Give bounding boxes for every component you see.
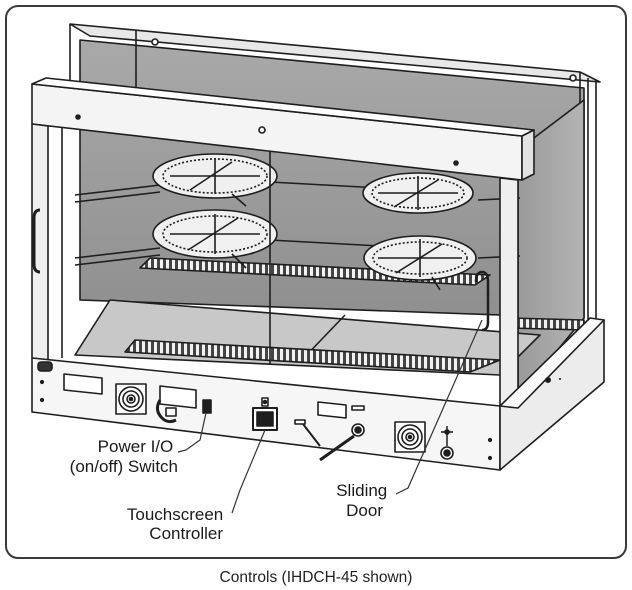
carousel-upper-left (152, 153, 278, 207)
label-touchscreen-line2: Controller (149, 524, 223, 543)
leader-lines (177, 319, 483, 514)
leader-sliding-door (395, 319, 483, 495)
power-switch (202, 399, 212, 414)
fan-left (115, 383, 147, 415)
label-power-line2: (on/off) Switch (70, 457, 178, 476)
display-left (63, 373, 103, 395)
cabinet-illustration (31, 23, 605, 471)
leader-touchscreen (231, 429, 266, 514)
power-cord (155, 399, 177, 424)
sliding-door-handle (474, 270, 490, 332)
right-post (499, 177, 519, 409)
top-frame-back (69, 23, 601, 83)
carousel-lower-right (363, 235, 477, 291)
display-right (317, 401, 347, 419)
touchscreen-controller (252, 397, 278, 431)
fan-right (394, 421, 426, 453)
label-sliding-door: Sliding Door (336, 481, 392, 520)
label-power-line1: Power I/O (98, 437, 174, 456)
carousel-lower-left (152, 209, 278, 269)
leader-power-switch (177, 412, 207, 453)
side-knob (440, 426, 454, 460)
right-rail (509, 317, 585, 331)
label-touchscreen: Touchscreen Controller (127, 505, 228, 543)
figure-caption: Controls (IHDCH-45 shown) (220, 569, 413, 586)
label-power-switch: Power I/O (on/off) Switch (70, 437, 178, 476)
label-touchscreen-line1: Touchscreen (127, 505, 223, 524)
label-door-line2: Door (346, 501, 383, 520)
left-handle (32, 208, 41, 274)
label-door-line1: Sliding (336, 481, 387, 500)
probe-port (319, 405, 365, 462)
carousel-upper-right (362, 172, 474, 214)
display-mid (159, 385, 197, 409)
brand-badge (37, 361, 53, 372)
